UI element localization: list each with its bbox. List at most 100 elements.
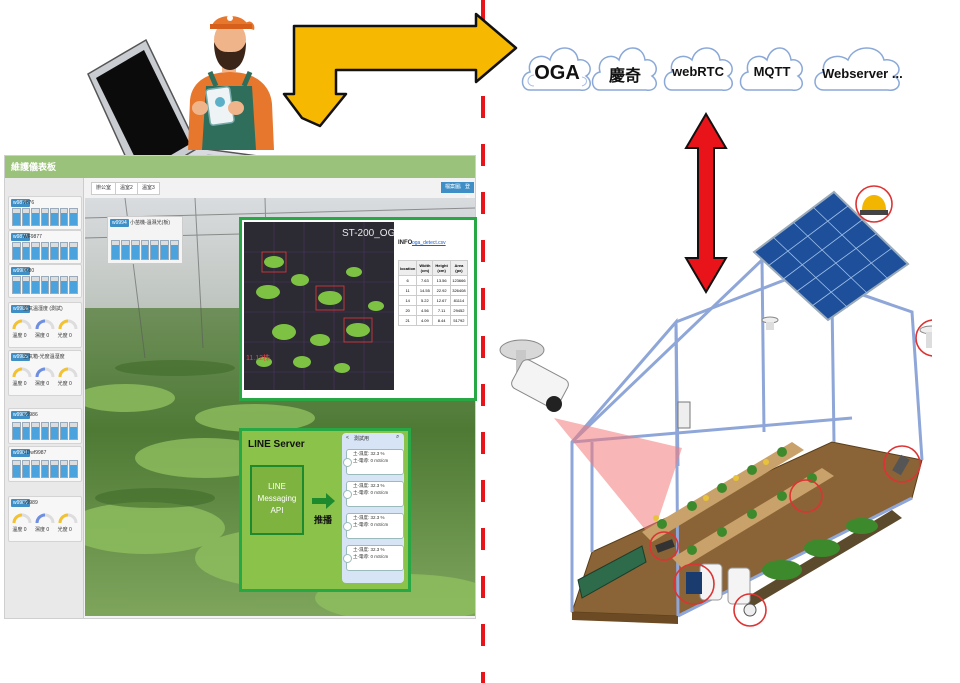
dial-gauge: 溫度 0: [12, 317, 32, 339]
csv-link[interactable]: oga_detect.csv: [412, 240, 446, 246]
device-id: w9985: [11, 353, 30, 361]
smart-greenhouse-illustration: [499, 185, 932, 627]
level-tube: [69, 276, 79, 294]
plant-detection-image: ST-200_OGA 11.12株: [244, 222, 394, 390]
gauge-label: 濕度 0: [34, 333, 50, 339]
level-tube: [50, 208, 59, 226]
level-tube: [50, 460, 59, 478]
table-cell: 5.22: [416, 295, 434, 306]
level-tube: [40, 242, 50, 260]
gauge-label: 光度 0: [57, 333, 72, 339]
red-bidirectional-arrow: [684, 112, 728, 294]
info-label: INFO: [398, 240, 413, 246]
device-id: w9989: [11, 499, 30, 507]
table-header: Height (cm): [432, 260, 451, 276]
dial-gauge: 濕度 0: [34, 365, 55, 387]
device-id: w9986: [11, 411, 30, 419]
level-tube: [170, 240, 180, 260]
yellow-bidirectional-arrow: [282, 12, 518, 128]
level-tube: [21, 460, 31, 478]
dial-gauge: 溫度 0: [12, 511, 32, 533]
chevron-left-icon[interactable]: <: [346, 435, 349, 441]
oga-detection-panel: ST-200_OGA 11.12株 INFO oga_detect.csv lo…: [239, 217, 477, 401]
device-name: 9876: [23, 200, 35, 206]
gauge-label: 溫度 0: [12, 381, 27, 387]
cloud-webserver: Webserver ...: [810, 36, 950, 98]
level-tube: [50, 242, 59, 260]
overlay-count: 11.12株: [246, 353, 270, 362]
dial-gauge: 溫度 0: [12, 365, 32, 387]
table-cell: 4.56: [416, 305, 434, 316]
tab-greenhouse-3[interactable]: 溫室3: [137, 182, 160, 195]
cloud-oga: OGA: [518, 36, 596, 98]
device-id: w9994: [110, 219, 129, 227]
logout-button[interactable]: 登出: [461, 182, 475, 201]
cloud-label: MQTT: [753, 64, 791, 79]
gauge-label: 溫度 0: [12, 527, 27, 533]
device-id: w9877: [11, 233, 30, 241]
farmer-icon: [188, 15, 274, 150]
level-tube: [12, 242, 21, 260]
table-header: location: [397, 260, 418, 276]
level-tube: [31, 276, 40, 294]
level-tube: [59, 422, 69, 440]
level-tube: [59, 242, 69, 260]
cloud-label: OGA: [534, 62, 580, 84]
chat-line: 土-濕度: 32.3 %: [353, 547, 385, 552]
device-id: w9984: [11, 305, 30, 313]
level-tube: [31, 460, 40, 478]
chat-line: 土-電導: 0 mS/cm: [353, 490, 389, 495]
chat-line: 土-濕度: 32.3 %: [353, 483, 385, 488]
cloud-label: 慶奇: [608, 68, 641, 85]
line-server-title: LINE Server: [248, 439, 305, 450]
level-tube: [69, 460, 79, 478]
level-tube: [130, 240, 140, 260]
tab-office[interactable]: 辦公室: [91, 182, 117, 195]
device-id: w9876: [11, 199, 30, 207]
cloud-label: Webserver ...: [822, 66, 903, 81]
dashboard-title: 維護儀表板: [11, 162, 57, 172]
tab-greenhouse-2[interactable]: 溫室2: [115, 182, 138, 195]
dashboard-header: 維護儀表板: [5, 156, 475, 178]
cloud-mqtt: MQTT: [738, 36, 806, 98]
level-tube: [40, 208, 50, 226]
level-tube: [21, 422, 31, 440]
avatar: [343, 554, 352, 563]
tube-gauges: [12, 242, 79, 260]
file-images-button[interactable]: 檔案圖片: [441, 182, 470, 193]
level-tube: [31, 422, 40, 440]
solar-panel-icon: [752, 190, 910, 322]
level-tube: [59, 208, 69, 226]
gauge-label: 光度 0: [57, 527, 72, 533]
security-camera-icon: [499, 339, 569, 412]
device-name: 空氣箱-光度溫溼度: [23, 354, 65, 360]
search-icon[interactable]: ⌕: [396, 434, 400, 440]
gauge-label: 濕度 0: [34, 381, 50, 387]
chat-line: 土-電導: 0 mS/cm: [353, 522, 389, 527]
level-tube: [140, 240, 150, 260]
tube-gauges: [111, 240, 180, 260]
table-cell: 14.55: [416, 285, 434, 296]
table-cell: 51792: [449, 315, 469, 326]
level-tube: [69, 422, 79, 440]
level-tube: [50, 276, 59, 294]
level-tube: [21, 242, 31, 260]
table-cell: 21: [397, 315, 418, 326]
table-cell: 123666: [449, 275, 469, 286]
line-push-panel: LINE Server LINE Messaging API 推播 < 測試用 …: [239, 428, 411, 592]
table-cell: 8.44: [432, 315, 451, 326]
